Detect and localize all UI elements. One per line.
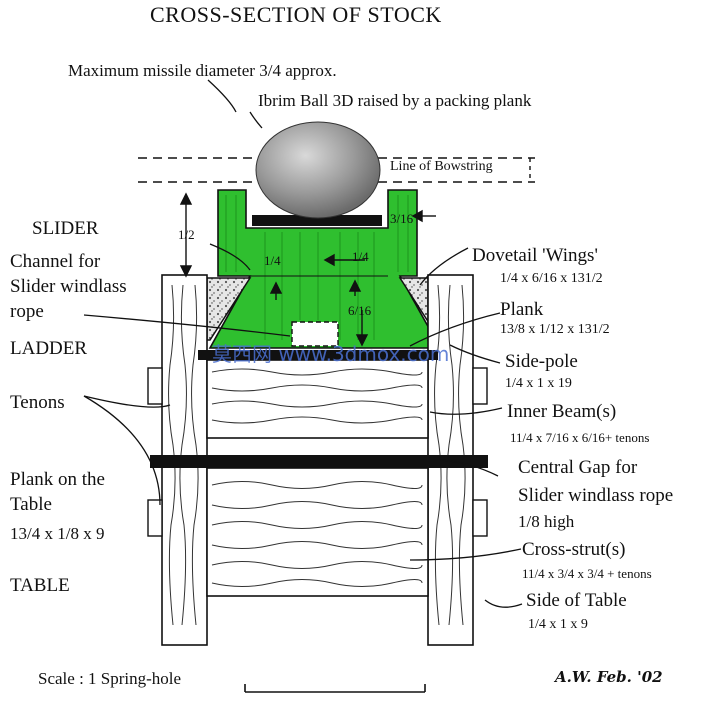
label-plank-dims: 13/8 x 1/12 x 131/2: [500, 322, 610, 337]
label-bowstring: Line of Bowstring: [390, 159, 493, 174]
label-crossstrut: Cross-strut(s): [522, 539, 626, 560]
label-inner-beam-dims: 11/4 x 7/16 x 6/16+ tenons: [510, 430, 650, 445]
label-plank-table-dims: 13/4 x 1/8 x 9: [10, 524, 105, 543]
label-central-gap-line1: Central Gap for: [518, 457, 638, 478]
label-slider: SLIDER: [32, 218, 99, 239]
dim-half: 1/2: [178, 227, 195, 242]
ladder-top-rail: [198, 350, 438, 360]
label-scale: Scale : 1 Spring-hole: [38, 669, 182, 688]
slider-channel: [291, 321, 339, 347]
table-plank: [150, 455, 488, 468]
label-ladder: LADDER: [10, 338, 88, 359]
label-plank-table-line2: Table: [10, 494, 52, 515]
label-inner-beam: Inner Beam(s): [507, 401, 617, 422]
label-plank: Plank: [500, 299, 544, 320]
dim-three-sixteenths: 3/16: [390, 211, 414, 226]
label-side-table: Side of Table: [526, 590, 627, 611]
dim-quarter-right: 1/4: [352, 249, 369, 264]
packing-plank: [252, 215, 382, 226]
label-missile: Maximum missile diameter 3/4 approx.: [68, 61, 337, 80]
label-side-table-dims: 1/4 x 1 x 9: [528, 617, 588, 632]
stone-ball: [255, 121, 381, 219]
dimension-arrows: [179, 192, 436, 347]
tenons: [147, 367, 488, 537]
label-channel-line1: Channel for: [10, 251, 101, 272]
label-sidepole-dims: 1/4 x 1 x 19: [505, 376, 572, 391]
slider-body: [208, 189, 442, 349]
label-plank-table-line1: Plank on the: [10, 469, 105, 490]
label-sidepole: Side-pole: [505, 351, 578, 372]
label-central-gap-line3: 1/8 high: [518, 512, 575, 531]
watermark: 莫西网 www.3dmox.com: [212, 342, 450, 366]
inner-beam: [206, 359, 429, 439]
label-table: TABLE: [10, 575, 70, 596]
leader-lines: [83, 79, 523, 608]
label-central-gap-line2: Slider windlass rope: [518, 485, 674, 506]
label-channel-line3: rope: [10, 301, 44, 322]
label-dovetail-dims: 1/4 x 6/16 x 131/2: [500, 271, 603, 286]
page-title: CROSS-SECTION OF STOCK: [150, 2, 442, 27]
label-crossstrut-dims: 11/4 x 3/4 x 3/4 + tenons: [522, 566, 652, 581]
label-tenons: Tenons: [10, 392, 65, 413]
label-ball: Ibrim Ball 3D raised by a packing plank: [258, 91, 532, 110]
dim-six-sixteenths: 6/16: [348, 303, 372, 318]
label-channel-line2: Slider windlass: [10, 276, 127, 297]
cross-strut: [206, 467, 429, 597]
signature: A.W. Feb. '02: [555, 668, 663, 686]
scale-bar: [244, 684, 426, 693]
dim-quarter-left: 1/4: [264, 253, 281, 268]
label-dovetail: Dovetail 'Wings': [472, 245, 598, 266]
